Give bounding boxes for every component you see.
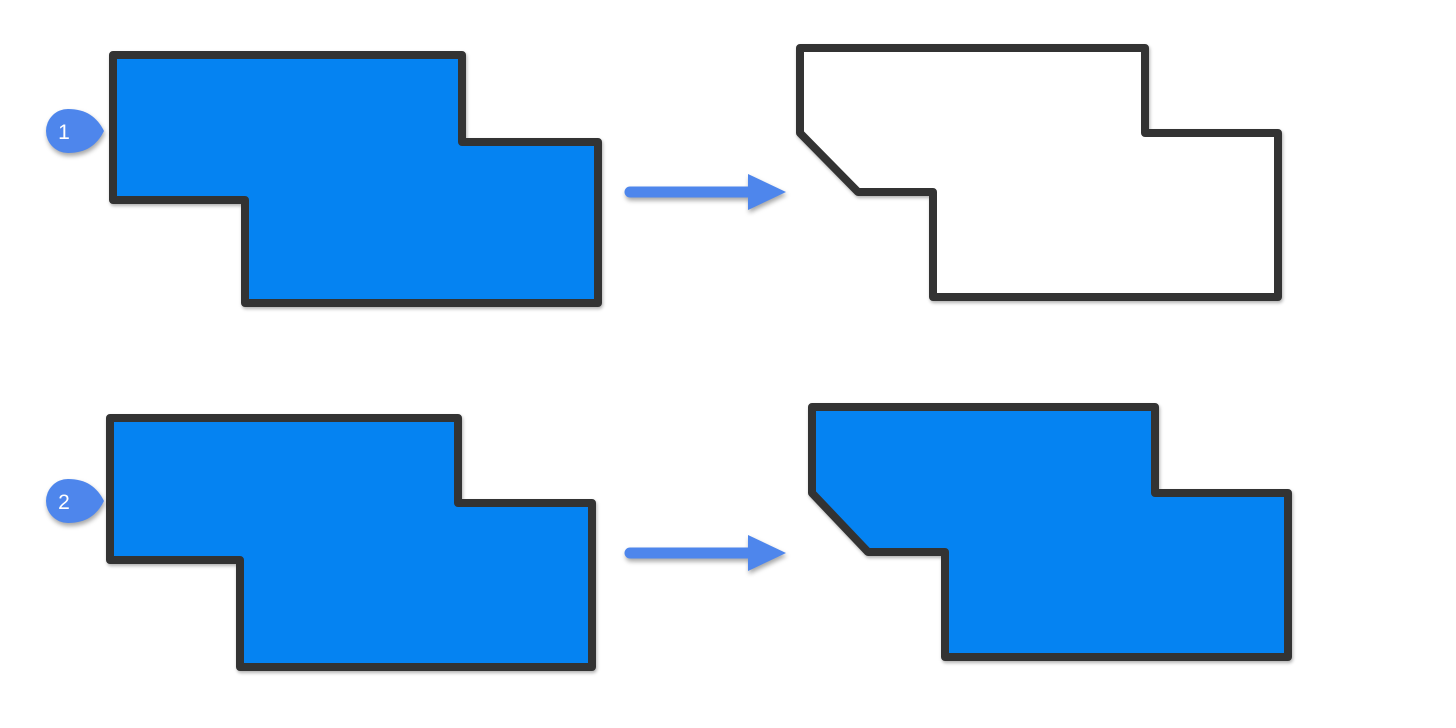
diagram-row-2: 2 — [46, 403, 1292, 671]
step-shape-row1-before — [109, 51, 602, 307]
arrow-row2 — [624, 535, 786, 571]
teardrop-badge-icon — [46, 109, 104, 153]
arrow-row2-head-icon — [748, 535, 786, 571]
marker-2-label: 2 — [58, 491, 70, 514]
callout-marker-2: 2 — [46, 479, 104, 523]
teardrop-badge-icon — [46, 479, 104, 523]
step-shape-row2-before — [106, 414, 596, 671]
callout-marker-1: 1 — [46, 109, 104, 153]
arrow-row1-head-icon — [748, 174, 786, 210]
step-shape-row2-after-chamfered — [808, 403, 1292, 661]
marker-1-label: 1 — [58, 121, 70, 144]
arrow-row1 — [624, 174, 786, 210]
diagram-row-1: 1 — [46, 44, 1282, 307]
step-shape-row1-after-chamfered — [796, 44, 1282, 301]
